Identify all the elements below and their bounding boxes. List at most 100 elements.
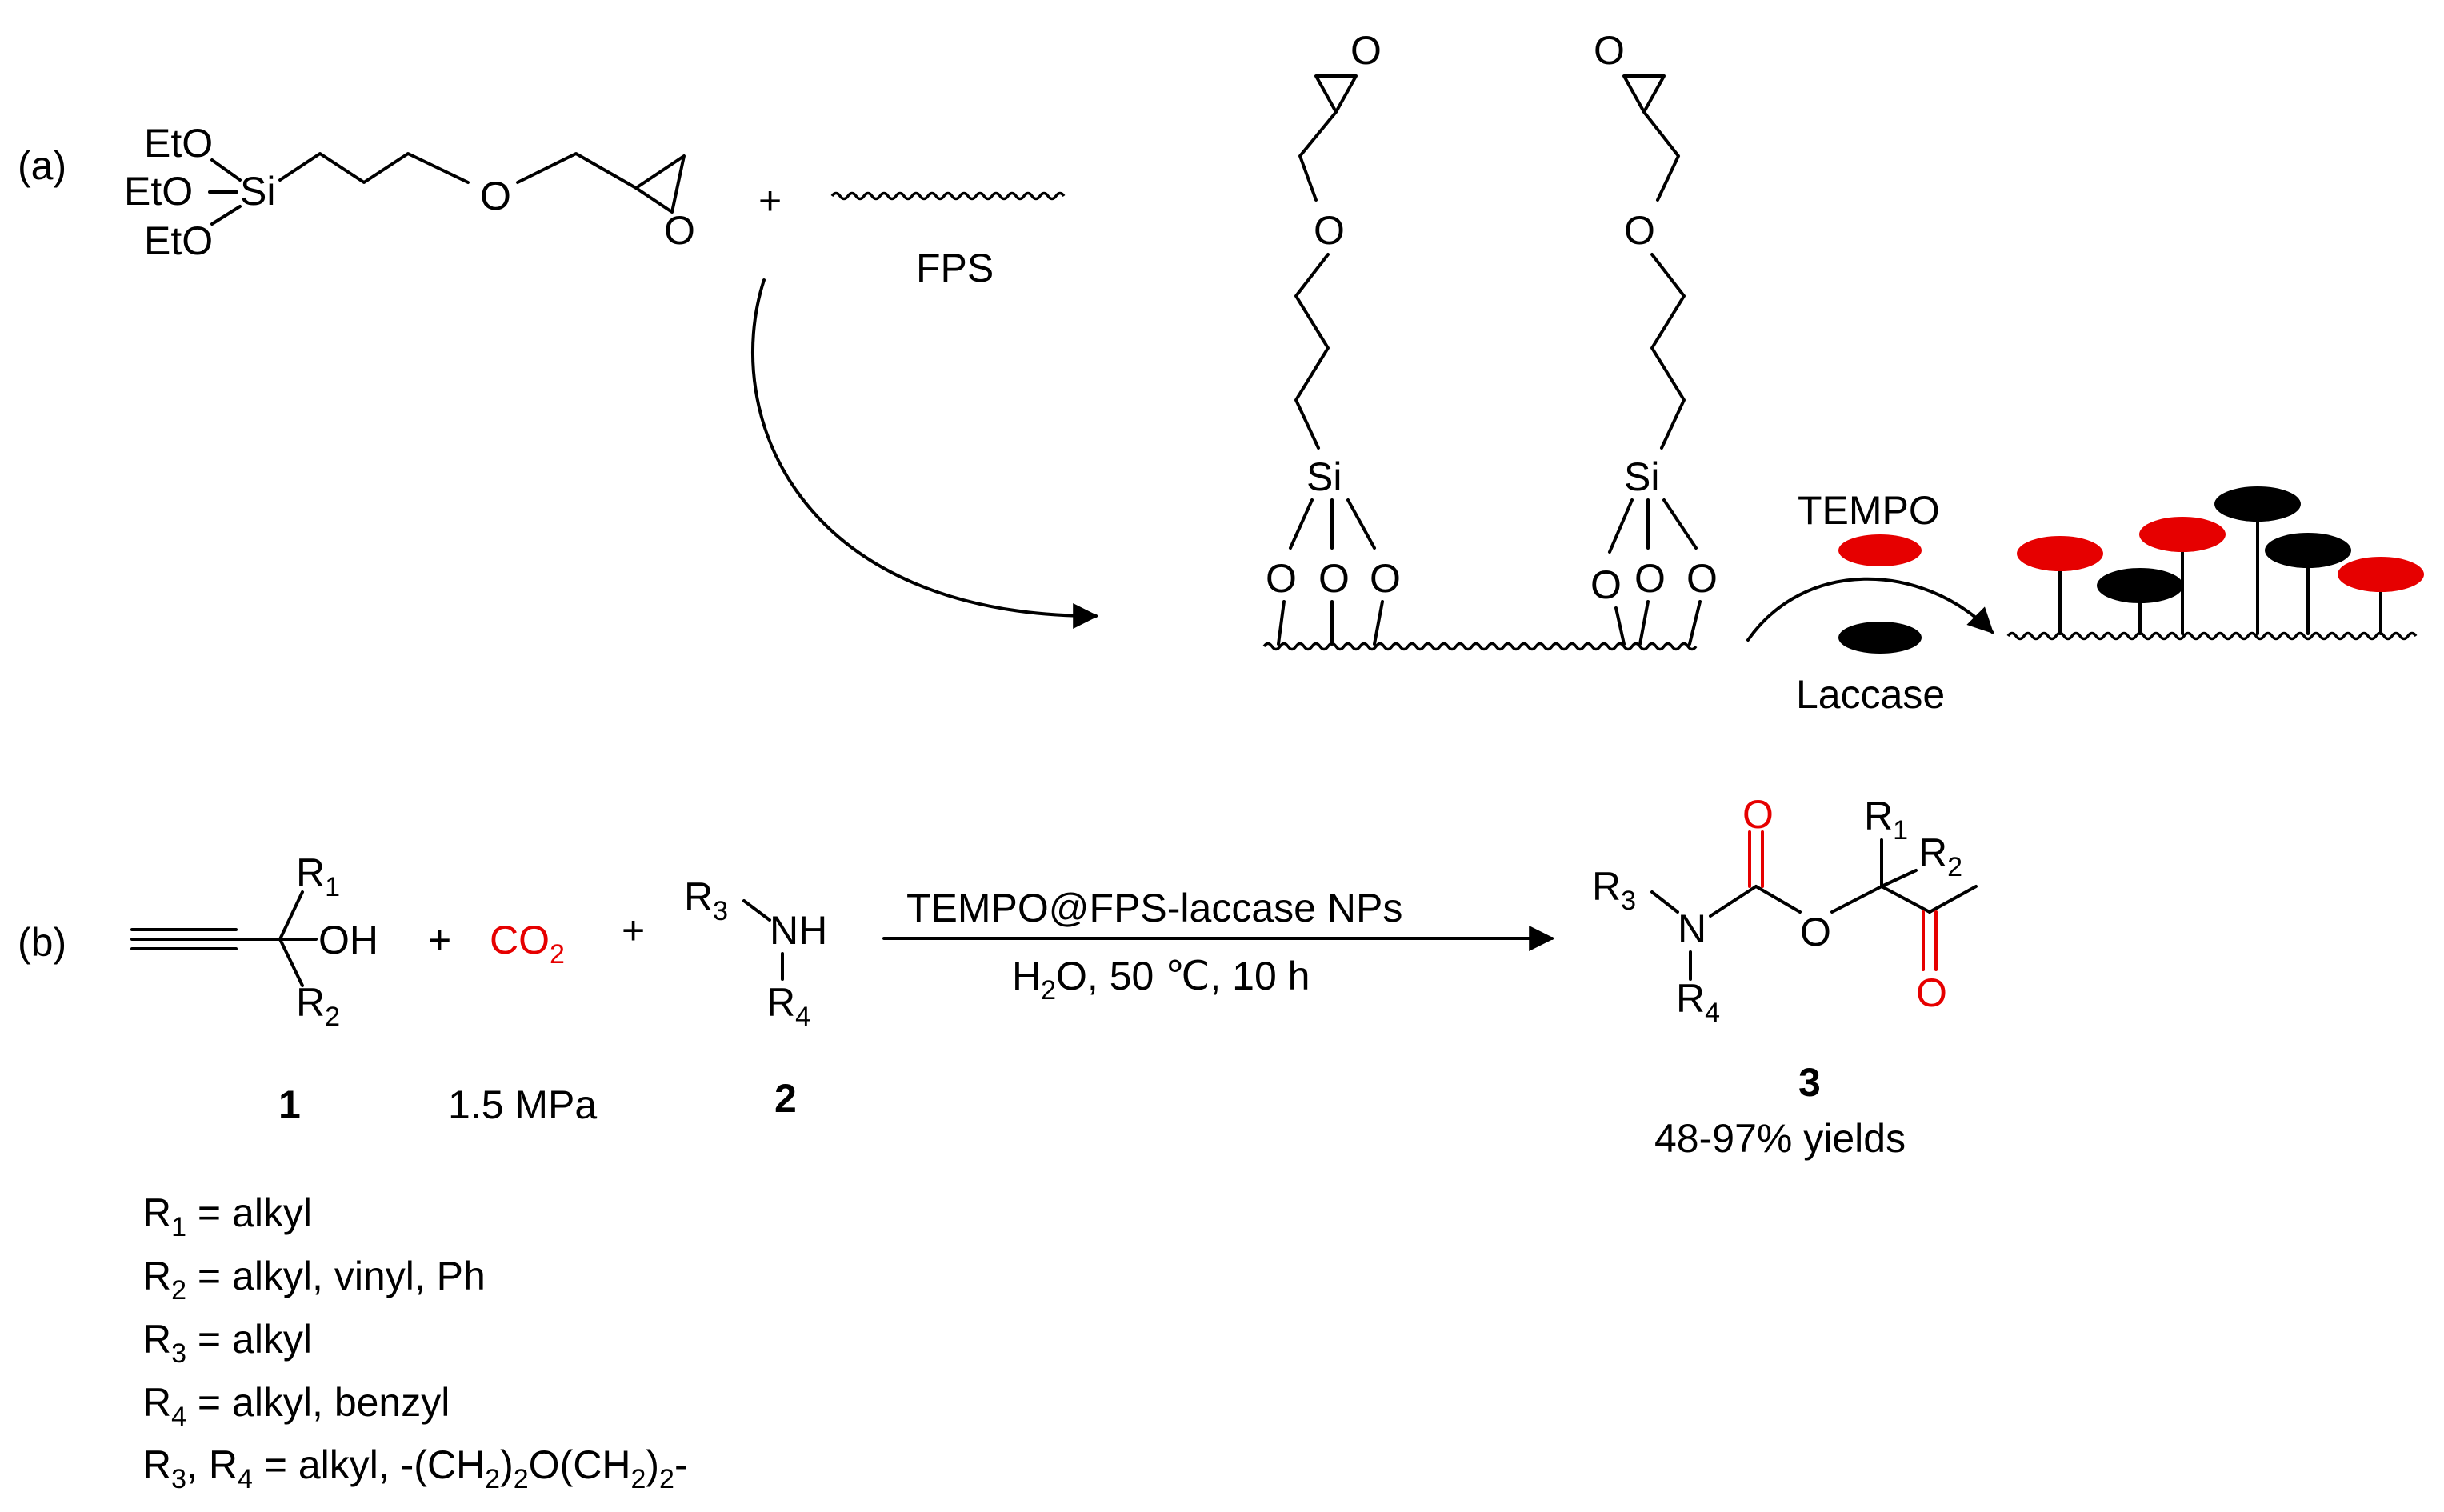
si-o-bond [210,158,242,182]
o-surface-bond [1688,600,1702,646]
si-o-bond [210,205,242,226]
grafting-arrow [750,278,1099,629]
ether-oxygen: O [480,174,511,218]
propyl-chain [278,152,470,184]
tempo-site [2017,536,2103,571]
yield-label: 48-97% yields [1654,1116,1906,1161]
o-surface-bond [1638,600,1650,646]
surface-oxygen: O [1370,556,1401,601]
bond [1650,890,1679,914]
secondary-amine: R3 NH R4 [684,874,827,1032]
substituent-list: R1 = alkyl R2 = alkyl, vinyl, Ph R3 = al… [142,1190,688,1494]
functionalized-surface [2006,486,2424,641]
bond [1928,885,1978,914]
laccase-site [2265,533,2351,568]
epoxide-ring [1314,74,1358,114]
r3-label: R3 [1592,864,1636,916]
r3-label: R3 [684,874,728,926]
laccase-label: Laccase [1796,672,1945,717]
glycidyl-chain [516,152,638,190]
ether-oxygen: O [1314,208,1345,253]
ketone-oxygen: O [1916,970,1947,1015]
plus-sign: + [428,918,451,962]
laccase-site [2214,486,2301,522]
laccase-ellipse [1838,622,1922,654]
silane-eto-2: EtO [124,169,193,214]
si-o-bond [1289,498,1314,550]
ether-oxygen: O [1624,208,1655,253]
silane-eto-3: EtO [144,218,213,263]
surface-oxygen: O [1634,556,1666,601]
r2-label: R2 [1918,830,1962,882]
n-label: N [1678,906,1706,951]
r4-label: R4 [766,980,810,1032]
bond [1880,869,1918,888]
grafted-si: Si [1306,454,1342,499]
r1-label: R1 [1864,794,1908,846]
chain-bond [1642,110,1680,202]
nh-label: NH [770,908,827,953]
hydroxyl-label: OH [318,918,378,962]
substituent-r4: R4 = alkyl, benzyl [142,1380,450,1432]
panel-a-label: (a) [18,143,66,188]
substituent-r2: R2 = alkyl, vinyl, Ph [142,1254,486,1306]
catalyst-label: TEMPO@FPS-laccase NPs [906,886,1402,930]
co2-pressure: 1.5 MPa [448,1082,597,1127]
laccase-site [2097,568,2183,603]
chain-bond [1298,110,1338,202]
propargylic-alcohol: R1 OH R2 [130,850,378,1032]
epoxide-oxygen: O [664,208,695,253]
surface-oxygen: O [1318,556,1350,601]
r4-label: R4 [1676,976,1720,1028]
tempo-ellipse [1838,534,1922,566]
r1-label: R1 [296,850,340,902]
bond [1830,885,1883,914]
immobilisation-arrow [1746,577,1994,642]
epoxide-ring [1622,74,1666,114]
support-surface [1262,642,1698,651]
tempo-site [2338,557,2424,592]
surface-oxygen: O [1686,556,1718,601]
product-carbamate: R3 N R4 O O R1 R2 O [1592,792,1978,1028]
tempo-site [2139,517,2226,552]
propyl-chain [1650,253,1686,450]
o-surface-bond [1277,600,1286,646]
propyl-chain [1294,253,1330,450]
silane-eto-1: EtO [144,121,213,166]
bond [278,890,304,941]
compound-1-label: 1 [278,1082,301,1127]
bond [278,938,304,987]
compound-2-label: 2 [774,1076,797,1121]
carbonyl-oxygen: O [1742,792,1774,837]
fps-label: FPS [916,246,994,290]
bond [1709,885,1758,918]
si-o-bond [1608,498,1634,554]
surface-oxygen: O [1266,556,1297,601]
conditions-label: H2O, 50 ℃, 10 h [1012,954,1310,1006]
silane-reagent: EtO EtO EtO Si O O [124,121,695,263]
si-o-bond [1662,498,1698,550]
substituent-r3: R3 = alkyl [142,1317,312,1369]
np-surface [2006,631,2418,641]
tempo-label: TEMPO [1798,488,1940,533]
plus-sign: + [622,908,645,953]
compound-3-label: 3 [1798,1060,1821,1105]
r2-label: R2 [296,980,340,1032]
grafted-support: O O Si O O O O O Si O O O [1262,28,1718,651]
epoxide-oxygen: O [1594,28,1625,73]
surface-oxygen: O [1590,562,1622,607]
o-surface-bond [1614,606,1626,646]
bond [1880,885,1931,914]
silane-si: Si [240,169,275,214]
ester-oxygen: O [1800,910,1831,954]
fps-support [830,191,1066,201]
substituent-r1: R1 = alkyl [142,1190,312,1242]
co2-label: CO2 [490,918,565,970]
bond [1754,885,1802,914]
plus-sign: + [758,178,782,223]
epoxide-ring [634,154,686,214]
substituent-r3-r4: R3, R4 = alkyl, -(CH2)2O(CH2)2- [142,1442,688,1494]
grafted-si: Si [1624,454,1659,499]
panel-b-label: (b) [18,920,66,965]
